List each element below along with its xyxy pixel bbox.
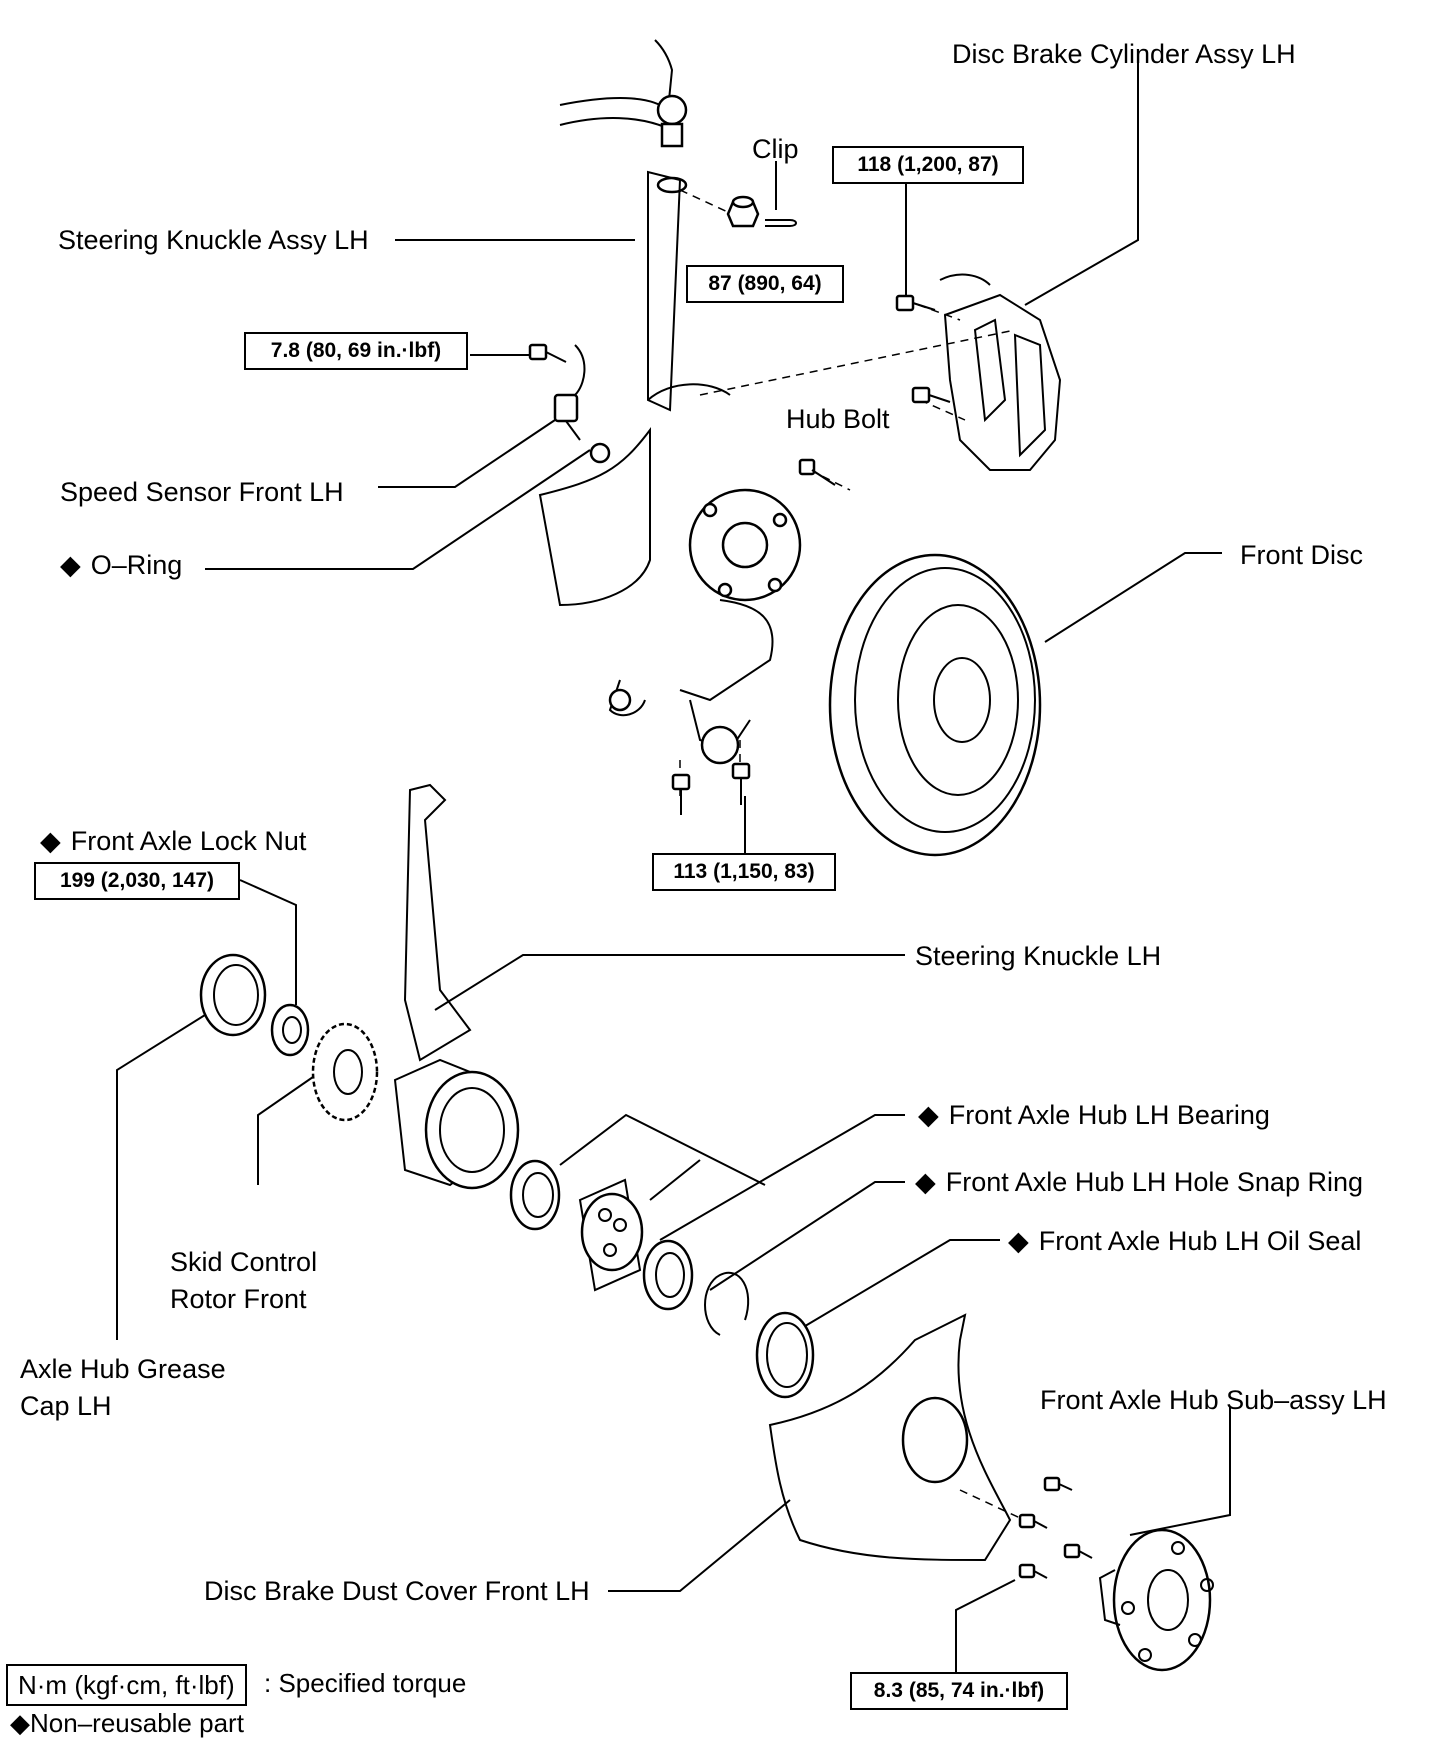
legend-non-reusable: ◆Non–reusable part: [10, 1704, 244, 1742]
label-speed-sensor: Speed Sensor Front LH: [60, 477, 344, 507]
label-dust-cover: Disc Brake Dust Cover Front LH: [204, 1576, 590, 1606]
o-ring-part: [589, 442, 611, 464]
label-front-axle-lock-nut-text: Front Axle Lock Nut: [70, 826, 307, 856]
torque-dust-cover-bolt: 8.3 (85, 74 in.·lbf): [850, 1672, 1068, 1710]
torque-ball-joint-bolt: 113 (1,150, 83): [652, 853, 836, 891]
clip-part: [765, 219, 797, 227]
snap-ring-part: [704, 1271, 750, 1336]
label-hole-snap-ring: ◆ Front Axle Hub LH Hole Snap Ring: [915, 1166, 1363, 1198]
steering-knuckle-assy: [538, 170, 802, 765]
label-skid-control-line1: Skid Control: [170, 1247, 318, 1277]
torque-caliper-bolt: 118 (1,200, 87): [832, 146, 1024, 184]
label-hub-bearing-text: Front Axle Hub LH Bearing: [948, 1100, 1270, 1130]
disc-brake-caliper: [939, 273, 1062, 471]
label-o-ring-text: O–Ring: [90, 550, 183, 580]
label-skid-control-line2: Rotor Front: [170, 1284, 307, 1314]
label-front-axle-lock-nut: ◆ Front Axle Lock Nut: [40, 825, 306, 857]
dust-cover-part: [768, 1313, 1012, 1562]
torque-lock-nut: 199 (2,030, 147): [34, 862, 240, 900]
label-oil-seal: ◆ Front Axle Hub LH Oil Seal: [1008, 1225, 1361, 1257]
skid-control-rotor-part: [311, 1022, 379, 1122]
hub-sub-assy-part: [1098, 1528, 1214, 1672]
label-grease-cap-line2: Cap LH: [20, 1391, 112, 1421]
label-steering-knuckle-assy: Steering Knuckle Assy LH: [58, 225, 369, 255]
steering-knuckle-lh-part: [393, 783, 520, 1190]
dust-cover-bolts: [1018, 1476, 1093, 1579]
non-reusable-icon: ◆: [10, 1708, 30, 1738]
oil-seal-part: [755, 1311, 815, 1399]
legend-torque-desc: : Specified torque: [264, 1668, 467, 1698]
label-steering-knuckle-lh: Steering Knuckle LH: [915, 941, 1162, 971]
label-hub-bearing: ◆ Front Axle Hub LH Bearing: [918, 1099, 1270, 1131]
label-clip: Clip: [752, 134, 799, 164]
label-hub-sub-assy: Front Axle Hub Sub–assy LH: [1040, 1385, 1387, 1415]
hub-bearing-stack: [509, 1159, 694, 1311]
label-grease-cap-line1: Axle Hub Grease: [20, 1354, 226, 1384]
non-reusable-icon: ◆: [915, 1167, 936, 1197]
leader-lines: [116, 58, 1231, 1675]
label-disc-brake-cylinder: Disc Brake Cylinder Assy LH: [952, 39, 1296, 69]
ball-joint-bolts: [671, 762, 751, 815]
torque-sensor-bolt: 7.8 (80, 69 in.·lbf): [244, 332, 468, 370]
non-reusable-icon: ◆: [918, 1100, 939, 1130]
label-hole-snap-ring-text: Front Axle Hub LH Hole Snap Ring: [945, 1167, 1363, 1197]
non-reusable-icon: ◆: [1008, 1226, 1029, 1256]
front-disc-part: [828, 553, 1042, 857]
label-hub-bolt: Hub Bolt: [786, 404, 890, 434]
upper-control-arm: [559, 39, 688, 194]
label-oil-seal-text: Front Axle Hub LH Oil Seal: [1038, 1226, 1362, 1256]
torque-tie-rod-nut: 87 (890, 64): [686, 265, 844, 303]
caliper-bolts: [895, 294, 951, 404]
legend-non-reusable-text: Non–reusable part: [30, 1708, 244, 1738]
sensor-bolt: [528, 343, 567, 363]
non-reusable-icon: ◆: [60, 550, 81, 580]
grease-cap-part: [199, 953, 267, 1037]
non-reusable-icon: ◆: [40, 826, 61, 856]
lock-nut-part: [270, 1003, 310, 1057]
hub-bolt-part: [798, 458, 836, 486]
speed-sensor: [553, 344, 586, 441]
legend-torque-unit: N·m (kgf·cm, ft·lbf): [6, 1664, 247, 1706]
tie-rod-nut: [726, 195, 760, 228]
label-o-ring: ◆ O–Ring: [60, 549, 182, 581]
label-front-disc: Front Disc: [1240, 540, 1364, 570]
